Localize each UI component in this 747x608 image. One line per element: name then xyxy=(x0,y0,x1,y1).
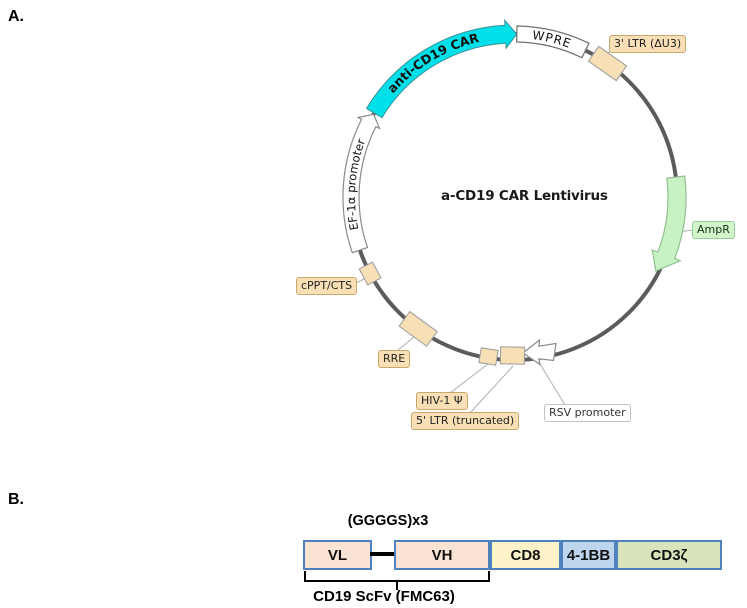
rsv-promoter-arrow xyxy=(521,338,557,366)
scfv-bracket-tick xyxy=(396,582,398,590)
ltr3-label: 3' LTR (ΔU3) xyxy=(609,35,687,53)
panel-a-label: A. xyxy=(8,8,24,25)
cppt-cts-box xyxy=(358,261,382,286)
ltr3-box xyxy=(587,45,628,82)
domain-41bb: 4-1BB xyxy=(561,540,616,570)
domain-cd3z-text: CD3ζ xyxy=(650,546,688,564)
anti-cd19-car-arrow xyxy=(365,18,518,119)
scfv-bracket xyxy=(304,571,490,582)
domain-41bb-text: 4-1BB xyxy=(566,546,611,564)
hiv1-psi-label: HIV-1 Ψ xyxy=(416,392,468,410)
plasmid-title: a-CD19 CAR Lentivirus xyxy=(441,188,608,204)
hiv1-psi-box xyxy=(478,347,499,366)
ef1a-curved-text: EF-1α promoter xyxy=(344,137,368,232)
rsv-promoter-label: RSV promoter xyxy=(544,404,631,422)
linker-line xyxy=(370,552,396,556)
domain-vl-text: VL xyxy=(327,546,348,564)
rre-box xyxy=(398,310,438,347)
domain-vh: VH xyxy=(394,540,490,570)
wpre-curved-text: WPRE xyxy=(531,28,573,51)
domain-cd3z: CD3ζ xyxy=(616,540,722,570)
wpre-segment xyxy=(516,25,590,59)
ampr-label: AmpR xyxy=(692,221,735,239)
ampr-dotted-edge xyxy=(666,175,685,179)
ampr-arrow xyxy=(651,175,687,272)
domain-cd8: CD8 xyxy=(490,540,561,570)
ltr5-label: 5' LTR (truncated) xyxy=(411,412,520,430)
panel-b-label: B. xyxy=(8,491,24,508)
domain-vl: VL xyxy=(303,540,372,570)
linker-label: (GGGGS)x3 xyxy=(347,513,429,529)
domain-cd8-text: CD8 xyxy=(510,546,541,564)
domain-vh-text: VH xyxy=(431,546,453,564)
ef1a-promoter-arrow xyxy=(342,113,381,254)
anti-cd19-car-curved-text: anti-CD19 CAR xyxy=(384,30,481,96)
plasmid-map: anti-CD19 CAR WPRE EF-1α promoter xyxy=(342,18,694,414)
ltr5-box xyxy=(499,346,526,365)
scfv-label: CD19 ScFv (FMC63) xyxy=(313,588,455,605)
rre-label: RRE xyxy=(378,350,411,368)
cppt-cts-label: cPPT/CTS xyxy=(296,277,358,295)
